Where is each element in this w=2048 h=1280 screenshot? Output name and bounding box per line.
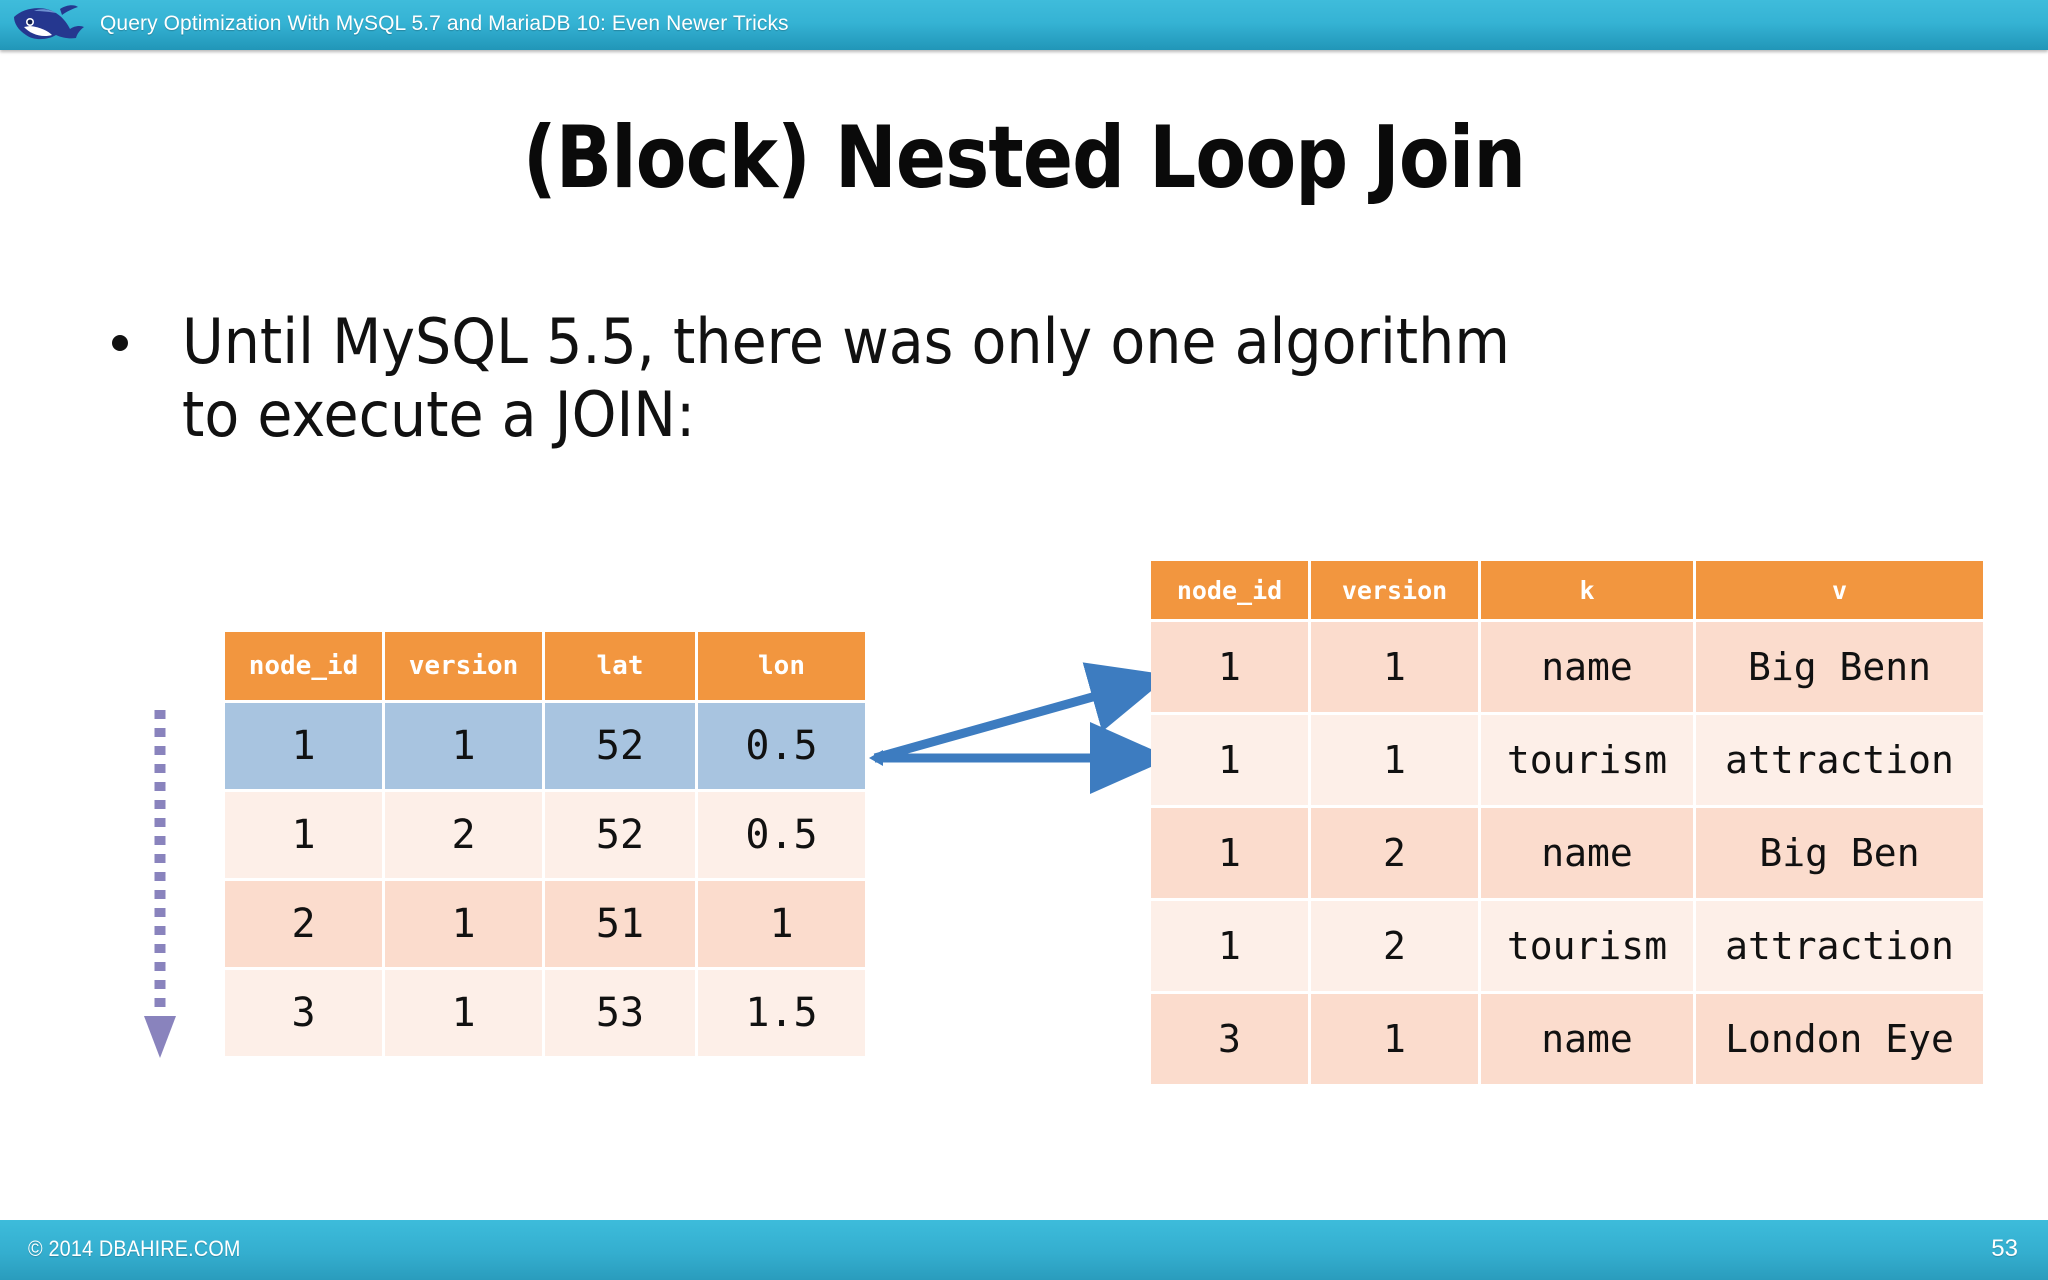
cell-lon: 1 xyxy=(769,901,794,947)
column-header-lat: lat xyxy=(545,632,695,700)
table-row: 1 1 52 0.5 xyxy=(225,703,865,789)
blue-arrow-icon xyxy=(873,662,1171,763)
table-row: 1 2 tourism attraction xyxy=(1151,901,1983,991)
slide-footer-bar: © 2014 DBAHIRE.COM 53 xyxy=(0,1220,2048,1280)
cell-v: London Eye xyxy=(1725,1017,1954,1061)
nodes-table: node_id version lat lon 1 1 52 0.5 1 2 5… xyxy=(222,629,868,1059)
column-header-version: version xyxy=(385,632,542,700)
cell-k: name xyxy=(1541,1017,1633,1061)
table-header-row: node_id version k v xyxy=(1151,561,1983,619)
cell-version: 2 xyxy=(1383,924,1406,968)
cell-version: 1 xyxy=(1383,645,1406,689)
table-row: 1 1 tourism attraction xyxy=(1151,715,1983,805)
header-title: Query Optimization With MySQL 5.7 and Ma… xyxy=(100,12,789,35)
bullet-item-text: Until MySQL 5.5, there was only one algo… xyxy=(182,305,1510,452)
column-header-v: v xyxy=(1696,561,1983,619)
cell-version: 1 xyxy=(451,901,476,947)
table-row: 1 2 name Big Ben xyxy=(1151,808,1983,898)
cell-k: name xyxy=(1541,831,1633,875)
dolphin-logo-icon xyxy=(14,5,84,40)
table-header-row: node_id version lat lon xyxy=(225,632,865,700)
cell-v: attraction xyxy=(1725,738,1954,782)
footer-copyright: © 2014 DBAHIRE.COM xyxy=(28,1236,241,1261)
bullet-dot-icon xyxy=(112,335,128,351)
cell-version: 2 xyxy=(451,812,476,858)
cell-lat: 52 xyxy=(595,723,645,769)
table-row: 1 1 name Big Benn xyxy=(1151,622,1983,712)
bullet-list: Until MySQL 5.5, there was only one algo… xyxy=(112,305,1932,451)
column-header-node-id: node_id xyxy=(1151,561,1308,619)
cell-lat: 52 xyxy=(595,812,645,858)
cell-version: 2 xyxy=(1383,831,1406,875)
dotted-down-arrow-icon xyxy=(144,710,176,1058)
cell-k: name xyxy=(1541,645,1633,689)
cell-lon: 0.5 xyxy=(745,723,818,769)
cell-node-id: 2 xyxy=(291,901,316,947)
column-header-k: k xyxy=(1481,561,1693,619)
table-row: 1 2 52 0.5 xyxy=(225,792,865,878)
cell-lat: 53 xyxy=(595,990,645,1036)
table-row: 3 1 name London Eye xyxy=(1151,994,1983,1084)
slide-header-bar: Query Optimization With MySQL 5.7 and Ma… xyxy=(0,0,2048,50)
column-header-lon: lon xyxy=(698,632,865,700)
join-arrows-group xyxy=(869,662,1171,794)
page-title: (Block) Nested Loop Join xyxy=(522,108,1526,208)
cell-node-id: 1 xyxy=(291,812,316,858)
cell-k: tourism xyxy=(1506,924,1668,968)
cell-node-id: 3 xyxy=(1218,1017,1241,1061)
cell-node-id: 3 xyxy=(291,990,316,1036)
column-header-node-id: node_id xyxy=(225,632,382,700)
cell-v: Big Benn xyxy=(1747,645,1932,689)
cell-lat: 51 xyxy=(595,901,645,947)
cell-k: tourism xyxy=(1506,738,1668,782)
cell-version: 1 xyxy=(1383,1017,1406,1061)
arrow-tail-icon xyxy=(869,750,883,766)
node-tags-table: node_id version k v 1 1 name Big Benn 1 … xyxy=(1148,558,1986,1087)
cell-version: 1 xyxy=(451,990,476,1036)
column-header-version: version xyxy=(1311,561,1478,619)
cell-version: 1 xyxy=(1383,738,1406,782)
table-row: 2 1 51 1 xyxy=(225,881,865,967)
cell-node-id: 1 xyxy=(1218,738,1241,782)
footer-page-number: 53 xyxy=(1991,1235,2018,1262)
cell-v: attraction xyxy=(1725,924,1954,968)
cell-node-id: 1 xyxy=(1218,924,1241,968)
table-row: 3 1 53 1.5 xyxy=(225,970,865,1056)
cell-node-id: 1 xyxy=(1218,831,1241,875)
cell-lon: 1.5 xyxy=(745,990,818,1036)
cell-version: 1 xyxy=(451,723,476,769)
cell-node-id: 1 xyxy=(1218,645,1241,689)
cell-v: Big Ben xyxy=(1759,831,1920,875)
cell-node-id: 1 xyxy=(291,723,316,769)
cell-lon: 0.5 xyxy=(745,812,818,858)
